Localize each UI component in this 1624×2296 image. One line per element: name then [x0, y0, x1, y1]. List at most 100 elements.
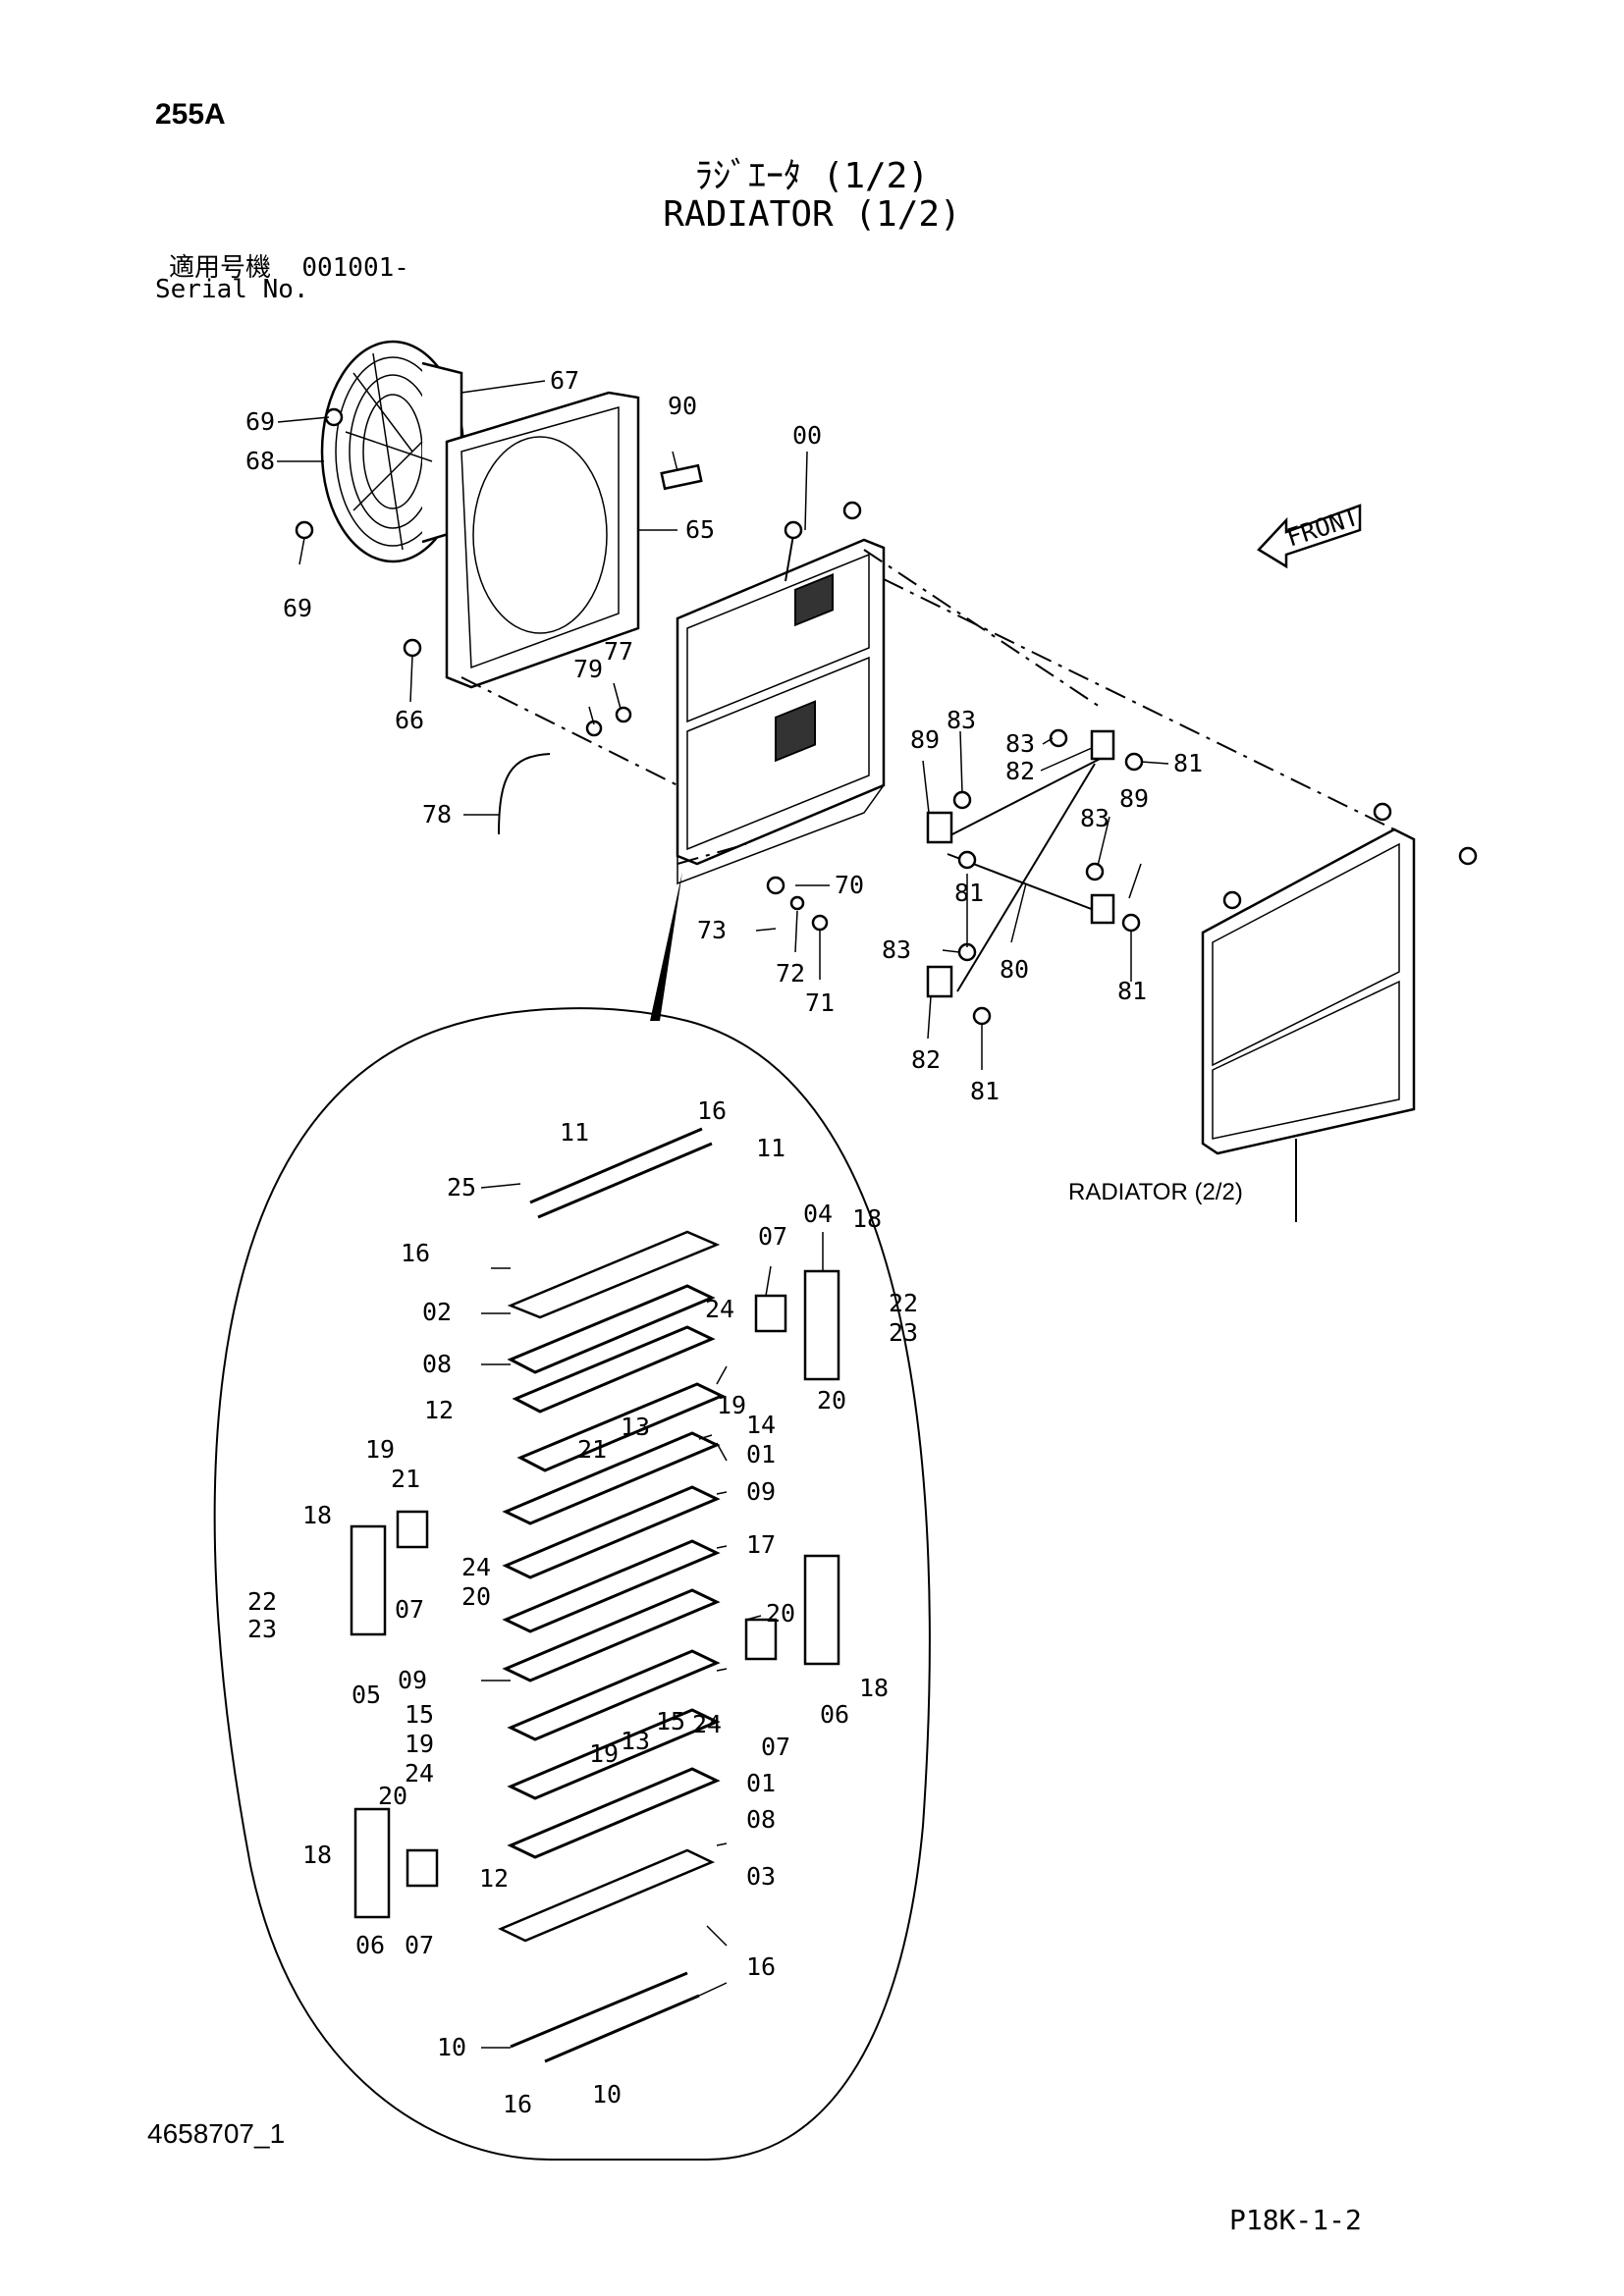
callout-70: 70: [835, 871, 864, 899]
document-id: 4658707_1: [147, 2118, 286, 2149]
callout-22: 22: [247, 1587, 277, 1616]
callout-19: 19: [589, 1739, 619, 1768]
callout-16: 16: [401, 1239, 430, 1267]
callout-73: 73: [697, 916, 727, 944]
callout-83: 83: [1080, 804, 1110, 832]
callout-15: 15: [405, 1700, 434, 1729]
upper-fasteners: [295, 407, 1478, 1026]
callout-leaders: [277, 380, 1169, 2049]
callout-20: 20: [461, 1582, 491, 1611]
callout-08: 08: [422, 1350, 452, 1378]
serial-line-japanese: 適用号機 001001-: [169, 247, 409, 284]
callout-24: 24: [705, 1295, 734, 1323]
fan-assembly: [320, 340, 465, 563]
callout-11: 11: [560, 1118, 589, 1147]
page-reference: P18K-1-2: [1229, 2204, 1362, 2236]
callout-03: 03: [746, 1862, 776, 1891]
serial-label-japanese: 適用号機: [169, 253, 272, 283]
seal-90: [660, 463, 703, 491]
callout-18: 18: [302, 1841, 332, 1869]
callout-11: 11: [756, 1134, 785, 1162]
callout-16: 16: [746, 1952, 776, 1981]
callout-21: 21: [577, 1435, 607, 1464]
callout-80: 80: [1000, 955, 1029, 984]
callout-01: 01: [746, 1769, 776, 1797]
callout-14: 14: [746, 1411, 776, 1439]
callout-24: 24: [461, 1553, 491, 1581]
callout-24: 24: [692, 1710, 722, 1738]
callout-72: 72: [776, 959, 805, 988]
callout-20: 20: [766, 1599, 795, 1628]
callout-19: 19: [365, 1435, 395, 1464]
callout-20: 20: [378, 1782, 407, 1810]
serial-value: 001001-: [301, 253, 409, 283]
stacked-core-gaskets: [497, 1127, 726, 2063]
callout-83: 83: [1005, 729, 1035, 758]
title-english: RADIATOR (1/2): [663, 194, 961, 235]
callout-02: 02: [422, 1298, 452, 1326]
callout-00: 00: [792, 421, 822, 450]
stay-rods: [926, 729, 1115, 998]
detail-enlargement-outline: [213, 1007, 931, 2161]
detail-pointer: [650, 872, 682, 1021]
callout-10: 10: [437, 2033, 466, 2061]
callout-65: 65: [685, 515, 715, 544]
callout-07: 07: [395, 1595, 424, 1624]
callout-09: 09: [398, 1666, 427, 1694]
callout-05: 05: [352, 1681, 381, 1709]
callout-numbers: 69 67 68 69 90 00 65 66 79 77 78 89 83 8…: [245, 366, 1203, 2118]
callout-19: 19: [717, 1391, 746, 1419]
callout-25: 25: [447, 1173, 476, 1201]
page-number: 255A: [155, 98, 226, 131]
callout-20: 20: [817, 1386, 846, 1415]
callout-22: 22: [889, 1289, 918, 1317]
callout-67: 67: [550, 366, 579, 395]
hose-78: [498, 753, 551, 835]
radiator-core-1-2: [676, 501, 886, 885]
radiator-core-2-2: [1201, 802, 1416, 1222]
callout-19: 19: [405, 1730, 434, 1758]
callout-83: 83: [947, 706, 976, 734]
front-label: FRONT: [1283, 503, 1363, 553]
callout-18: 18: [852, 1204, 882, 1233]
callout-06: 06: [355, 1931, 385, 1959]
callout-82: 82: [1005, 757, 1035, 785]
fan-shroud: [445, 391, 640, 689]
callout-90: 90: [668, 392, 697, 420]
title-japanese: ﾗｼﾞｴｰﾀ (1/2): [694, 156, 930, 196]
callout-09: 09: [746, 1477, 776, 1506]
side-brackets: [350, 1269, 840, 1919]
callout-89: 89: [910, 725, 940, 754]
callout-82: 82: [911, 1045, 941, 1074]
callout-07: 07: [758, 1222, 787, 1251]
callout-18: 18: [859, 1674, 889, 1702]
assembly-guide-lines: [460, 549, 1395, 865]
callout-23: 23: [247, 1615, 277, 1643]
callout-16: 16: [697, 1096, 727, 1125]
callout-81: 81: [1117, 977, 1147, 1005]
callout-78: 78: [422, 800, 452, 828]
callout-12: 12: [424, 1396, 454, 1424]
callout-07: 07: [761, 1733, 790, 1761]
front-direction-arrow: FRONT: [1257, 503, 1363, 569]
callout-69: 69: [283, 594, 312, 622]
callout-81: 81: [954, 879, 984, 907]
callout-68: 68: [245, 447, 275, 475]
serial-label-english: Serial No.: [155, 275, 309, 304]
callout-07: 07: [405, 1931, 434, 1959]
callout-16: 16: [503, 2090, 532, 2118]
callout-17: 17: [746, 1530, 776, 1559]
callout-23: 23: [889, 1318, 918, 1347]
callout-06: 06: [820, 1700, 849, 1729]
callout-89: 89: [1119, 784, 1149, 813]
callout-12: 12: [479, 1864, 509, 1893]
callout-08: 08: [746, 1805, 776, 1834]
callout-71: 71: [805, 988, 835, 1017]
callout-66: 66: [395, 706, 424, 734]
callout-81: 81: [1173, 749, 1203, 777]
callout-77: 77: [604, 637, 633, 666]
callout-81: 81: [970, 1077, 1000, 1105]
callout-10: 10: [592, 2080, 622, 2109]
callout-21: 21: [391, 1465, 420, 1493]
